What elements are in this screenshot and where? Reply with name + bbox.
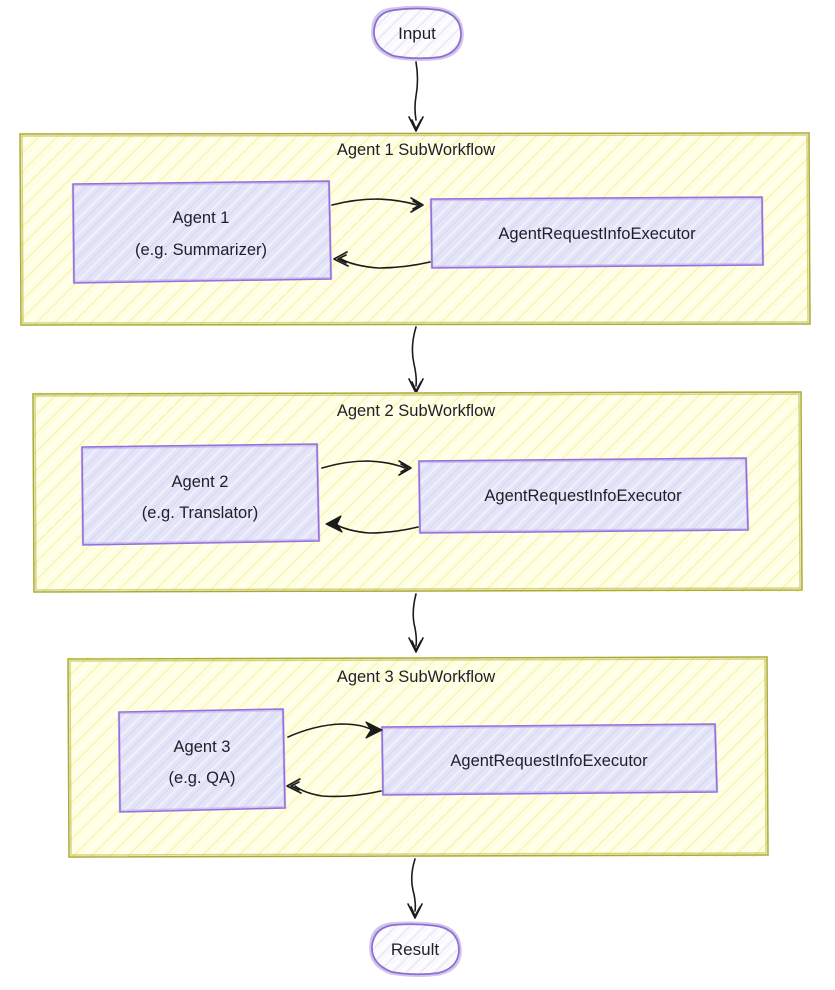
node-agent-1-label-line2: (e.g. Summarizer) (135, 241, 267, 259)
edge-subworkflow-1-to-subworkflow-2 (408, 326, 424, 394)
node-agent-3[interactable]: Agent 3 (e.g. QA) (117, 708, 287, 813)
edge-agent-3-to-executor-3 (287, 721, 383, 739)
edge-executor-2-to-agent-2 (325, 515, 419, 534)
node-executor-1[interactable]: AgentRequestInfoExecutor (429, 196, 765, 269)
subgraph-agent-3-title: Agent 3 SubWorkflow (337, 668, 495, 686)
subgraph-agent-2: Agent 2 SubWorkflow Agent 2 (e.g. Transl… (32, 391, 803, 593)
node-input[interactable]: Input (371, 5, 464, 61)
node-executor-3-label: AgentRequestInfoExecutor (450, 752, 648, 770)
edge-executor-3-to-agent-3 (286, 778, 382, 798)
node-executor-3[interactable]: AgentRequestInfoExecutor (380, 723, 719, 796)
edge-subworkflow-2-to-subworkflow-3 (408, 593, 424, 653)
node-agent-3-label-line2: (e.g. QA) (169, 769, 236, 787)
edge-agent-1-to-executor-1 (331, 197, 424, 213)
node-agent-3-label-line1: Agent 3 (174, 738, 231, 756)
edge-input-to-subworkflow-1 (408, 61, 424, 132)
edge-agent-2-to-executor-2 (321, 460, 412, 476)
node-agent-1[interactable]: Agent 1 (e.g. Summarizer) (71, 180, 333, 284)
node-executor-2[interactable]: AgentRequestInfoExecutor (417, 457, 750, 534)
node-agent-2-label-line1: Agent 2 (172, 473, 229, 491)
node-executor-2-label: AgentRequestInfoExecutor (484, 487, 682, 505)
subgraph-agent-3: Agent 3 SubWorkflow Agent 3 (e.g. QA) Ag… (67, 656, 769, 858)
node-result[interactable]: Result (369, 921, 462, 977)
node-executor-1-label: AgentRequestInfoExecutor (498, 225, 696, 243)
node-agent-2-label-line2: (e.g. Translator) (142, 504, 258, 522)
node-result-label: Result (391, 940, 439, 959)
node-input-label: Input (398, 24, 436, 43)
subgraph-agent-1: Agent 1 SubWorkflow Agent 1 (e.g. Summar… (19, 132, 811, 326)
edge-subworkflow-3-to-result (407, 858, 423, 919)
edge-executor-1-to-agent-1 (333, 251, 431, 269)
subgraph-agent-1-title: Agent 1 SubWorkflow (337, 141, 495, 159)
subgraph-agent-2-title: Agent 2 SubWorkflow (337, 402, 495, 420)
node-agent-2[interactable]: Agent 2 (e.g. Translator) (80, 443, 321, 546)
node-agent-1-label-line1: Agent 1 (173, 209, 230, 227)
